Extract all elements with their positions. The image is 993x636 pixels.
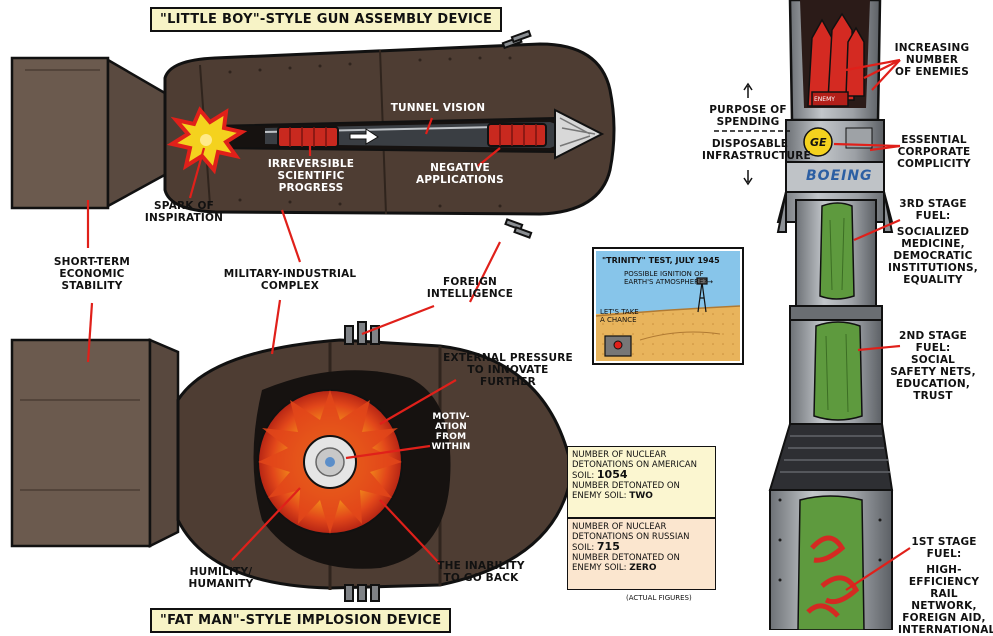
- trinity-panel: [592, 247, 744, 365]
- test-tower: [696, 277, 708, 313]
- enemy-warheads: [807, 12, 865, 107]
- actual-figures-footnote: (ACTUAL FIGURES): [626, 594, 692, 602]
- boeing-logo-text: BOEING: [806, 168, 873, 184]
- american-count: 1054: [596, 468, 628, 481]
- ge-logo: [803, 127, 833, 157]
- american-detonations-note: NUMBER OF NUCLEAR DETONATIONS ON AMERICA…: [567, 446, 716, 518]
- fat-man-bomb: [10, 321, 574, 602]
- projectile-slug: [277, 126, 339, 148]
- american-enemy-count: TWO: [629, 491, 653, 501]
- russian-enemy-count: ZERO: [629, 563, 657, 573]
- fat-man-title: "FAT MAN"-STYLE IMPLOSION DEVICE: [150, 608, 452, 633]
- spending-divider: [714, 82, 790, 186]
- russian-detonations-note: NUMBER OF NUCLEAR DETONATIONS ON RUSSIAN…: [567, 518, 716, 590]
- little-boy-bomb: [10, 29, 616, 239]
- target-rings: [487, 123, 547, 147]
- label-humility-humanity: HUMILITY/HUMANITY: [188, 566, 254, 590]
- little-boy-tail-fin: [10, 56, 110, 210]
- label-tunnel-vision: TUNNEL VISION: [390, 102, 486, 114]
- fat-man-tail-box: [10, 338, 152, 548]
- trinity-caption: "TRINITY" TEST, JULY 1945: [602, 256, 720, 265]
- little-boy-title: "LITTLE BOY"-STYLE GUN ASSEMBLY DEVICE: [150, 7, 503, 32]
- russian-count: 715: [596, 540, 620, 553]
- ge-logo-text: GE: [810, 136, 827, 149]
- direction-arrow: [349, 128, 379, 145]
- leader-lines: [86, 58, 911, 591]
- rocket: [768, 0, 894, 630]
- enemy-tag: ENEMY: [814, 96, 835, 103]
